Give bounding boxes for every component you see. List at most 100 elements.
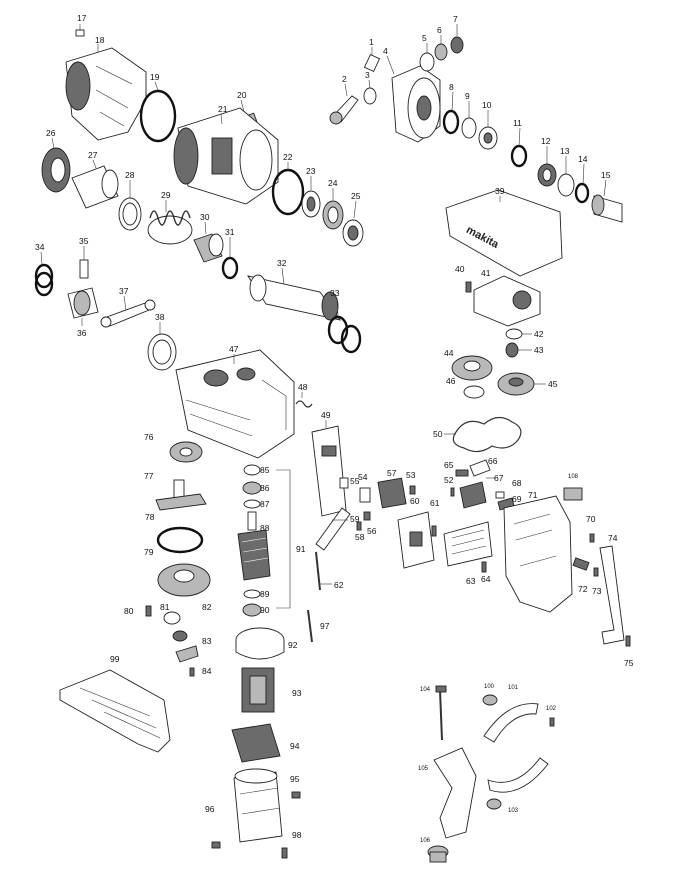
part-106-knob: 106: [420, 838, 449, 863]
part-90-bearing: 90: [242, 603, 270, 617]
small-brush-piece: [211, 841, 221, 849]
label-42: 42: [534, 329, 544, 339]
label-73: 73: [592, 586, 602, 596]
label-13: 13: [560, 146, 570, 156]
label-100: 100: [484, 684, 495, 690]
part-50-gasket: 50: [433, 416, 522, 453]
part-38-ring: 38: [147, 312, 177, 371]
label-8: 8: [449, 82, 454, 92]
part-6-ring: 6: [434, 25, 448, 61]
label-31: 31: [225, 227, 235, 237]
part-37-connecting-rod: 37: [100, 286, 156, 328]
label-14: 14: [578, 154, 588, 164]
label-4: 4: [383, 46, 388, 56]
part-96-motor-housing: 96: [205, 768, 283, 843]
label-33: 33: [330, 288, 340, 298]
label-92: 92: [288, 640, 298, 650]
label-22: 22: [283, 152, 293, 162]
label-75: 75: [624, 658, 634, 668]
label-38: 38: [155, 312, 165, 322]
label-76: 76: [144, 432, 154, 442]
part-101-band: 101: [483, 685, 539, 743]
part-73-screw: 73: [592, 567, 602, 596]
part-9-ring: 9: [461, 91, 477, 139]
part-80-screw: 80: [124, 605, 152, 617]
part-35-pin: 35: [79, 236, 89, 279]
part-30-striker: 30: [193, 212, 224, 263]
part-55-connector: 55: [339, 476, 360, 489]
part-74-handle: 74: [599, 533, 625, 645]
part-104-bolt: 104: [420, 685, 447, 741]
label-101: 101: [508, 685, 519, 691]
part-92-baffle: 92: [235, 627, 298, 660]
part-4-tool-holder: 4: [383, 46, 441, 143]
label-44: 44: [444, 348, 454, 358]
part-41-gear-housing: 41: [473, 268, 541, 327]
part-93-field: 93: [241, 667, 302, 713]
part-91-armature: 91: [237, 529, 306, 581]
part-108-label: 108: [563, 474, 583, 501]
part-18-front-housing: 18: [65, 35, 147, 141]
label-83: 83: [202, 636, 212, 646]
part-102-pin: 102: [546, 706, 557, 727]
label-91: 91: [296, 544, 306, 554]
label-64: 64: [481, 574, 491, 584]
label-94: 94: [290, 741, 300, 751]
part-76-bearing: 76: [144, 432, 203, 463]
label-19: 19: [150, 72, 160, 82]
label-98: 98: [292, 830, 302, 840]
label-66: 66: [488, 456, 498, 466]
part-27-sleeve: 27: [71, 150, 119, 209]
label-93: 93: [292, 688, 302, 698]
part-82-bearing: 82: [172, 602, 212, 642]
label-97: 97: [320, 621, 330, 631]
part-2-bolt: 2: [329, 74, 359, 125]
label-96: 96: [205, 804, 215, 814]
part-48-spring: 48: [295, 382, 313, 408]
part-58-screw: 58: [355, 521, 365, 542]
label-50: 50: [433, 429, 443, 439]
label-65: 65: [444, 460, 454, 470]
part-29-spring: 29: [147, 190, 193, 245]
label-103: 103: [508, 808, 519, 814]
label-56: 56: [367, 526, 377, 536]
label-32: 32: [277, 258, 287, 268]
label-108: 108: [568, 474, 579, 480]
label-2: 2: [342, 74, 347, 84]
part-100-nut: 100: [482, 684, 498, 706]
part-44-gear: 44: [444, 348, 493, 381]
label-59: 59: [350, 514, 360, 524]
part-23-washer: 23: [301, 166, 321, 218]
label-58: 58: [355, 532, 365, 542]
label-11: 11: [513, 118, 522, 128]
part-17-pin: 17: [75, 13, 87, 37]
label-24: 24: [328, 178, 338, 188]
part-88-armature-shaft: 88: [247, 511, 270, 533]
part-64-screw: 64: [481, 561, 491, 584]
part-22-o-ring: 22: [271, 152, 305, 216]
part-98-screw: 98: [281, 830, 302, 859]
label-77: 77: [144, 471, 154, 481]
part-45-gear: 45: [497, 372, 558, 396]
part-11-o-ring: 11: [510, 118, 528, 168]
label-27: 27: [88, 150, 98, 160]
label-81: 81: [160, 602, 170, 612]
label-40: 40: [455, 264, 465, 274]
label-105: 105: [418, 766, 429, 772]
part-85-washer: 85: [243, 464, 270, 476]
label-106: 106: [420, 838, 431, 844]
label-70: 70: [586, 514, 596, 524]
part-70-screw: 70: [586, 514, 596, 543]
part-103-band-lower: 103: [486, 757, 549, 814]
label-18: 18: [95, 35, 105, 45]
label-6: 6: [437, 25, 442, 35]
label-12: 12: [541, 136, 551, 146]
part-75-screw: 75: [624, 635, 634, 668]
part-87-washer: 87: [243, 499, 270, 509]
part-33-o-rings: 33: [327, 288, 362, 354]
part-56-clip: 56: [363, 511, 377, 536]
part-19-o-ring: 19: [139, 72, 177, 143]
label-10: 10: [482, 100, 492, 110]
part-94-brush-holder: 94: [231, 723, 300, 763]
part-52-screw: 52: [444, 475, 455, 497]
